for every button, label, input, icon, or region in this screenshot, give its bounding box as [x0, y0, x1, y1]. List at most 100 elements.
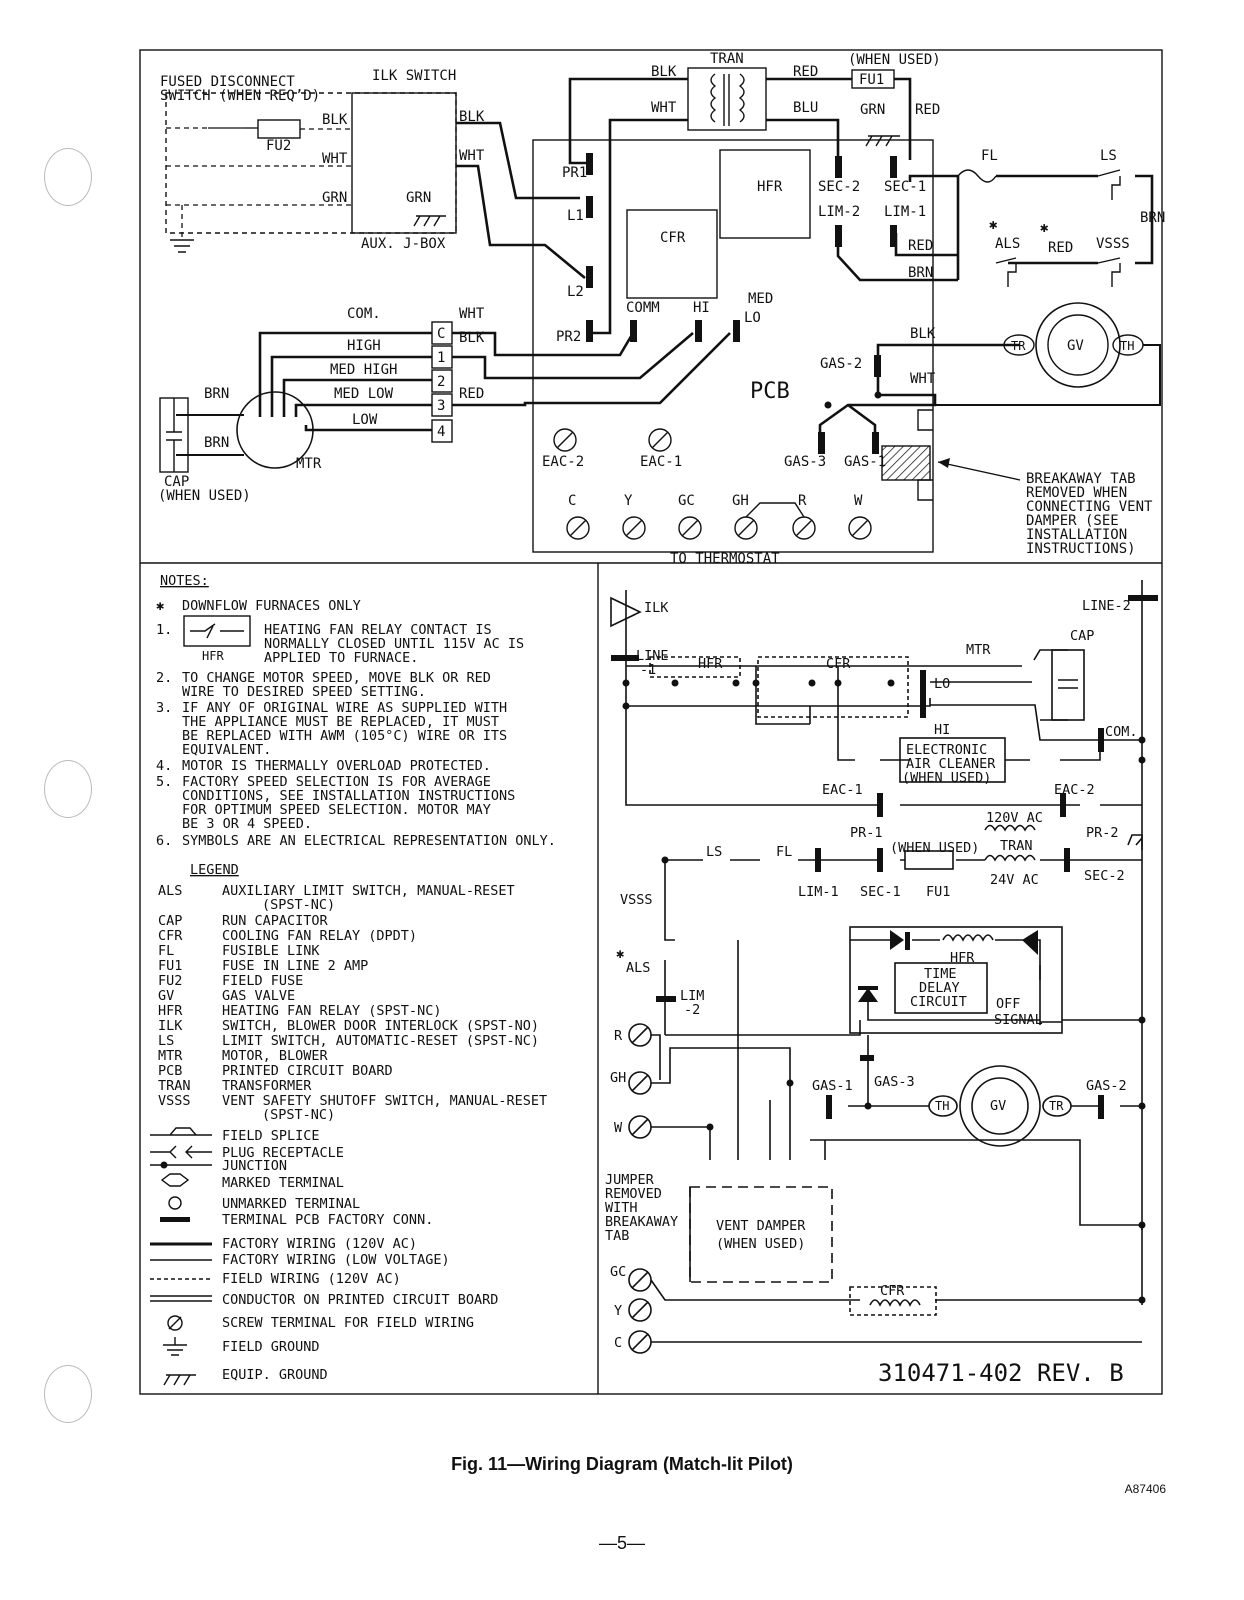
wire-blk-2: BLK — [459, 109, 485, 125]
pcb-term-gas3: GAS-3 — [784, 454, 826, 470]
when-used-label: (WHEN USED) — [848, 52, 941, 68]
legend-gv-desc: GAS VALVE — [222, 988, 295, 1004]
ladder-th: TH — [935, 1099, 949, 1113]
legend-mtr-abbr: MTR — [158, 1048, 183, 1064]
legend-cap-desc: RUN CAPACITOR — [222, 913, 329, 929]
note-2-l1: TO CHANGE MOTOR SPEED, MOVE BLK OR RED — [182, 670, 491, 686]
pcb-term-pr2: PR2 — [556, 329, 581, 345]
tstat-c: C — [568, 493, 576, 509]
tstat-r: R — [798, 493, 807, 509]
legend-vsss-desc2: (SPST-NC) — [262, 1107, 335, 1123]
note-1-l1: HEATING FAN RELAY CONTACT IS — [264, 622, 492, 638]
tstat-gh: GH — [732, 493, 749, 509]
legend-als-desc: AUXILIARY LIMIT SWITCH, MANUAL-RESET — [222, 883, 515, 899]
ladder-120v: 120V AC — [986, 810, 1043, 826]
speed-med-high: MED HIGH — [330, 362, 397, 378]
ladder-line1: LINE — [636, 648, 669, 664]
aux-jbox-label: AUX. J-BOX — [361, 236, 446, 252]
ladder-pr2: PR-2 — [1086, 825, 1119, 841]
symbol-marked-terminal: MARKED TERMINAL — [222, 1175, 344, 1191]
wire-blk-4: BLK — [910, 326, 936, 342]
ladder-time-delay-2: DELAY — [919, 980, 960, 996]
symbol-field-wiring: FIELD WIRING (120V AC) — [222, 1271, 401, 1287]
fu1-label: FU1 — [859, 72, 884, 88]
notes-star-text: DOWNFLOW FURNACES ONLY — [182, 598, 361, 614]
ladder-tran: TRAN — [1000, 838, 1033, 854]
ladder-line2: LINE-2 — [1082, 598, 1131, 614]
note-3-l1: IF ANY OF ORIGINAL WIRE AS SUPPLIED WITH — [182, 700, 507, 716]
speed-term-2: 2 — [437, 374, 445, 390]
legend-fu2-abbr: FU2 — [158, 973, 182, 989]
ladder-fu1: FU1 — [926, 884, 950, 900]
hfr-label: HFR — [757, 179, 783, 195]
legend-ilk-desc: SWITCH, BLOWER DOOR INTERLOCK (SPST-NO) — [222, 1018, 539, 1034]
ladder-time-delay-1: TIME — [924, 966, 957, 982]
speed-med-low: MED LOW — [334, 386, 394, 402]
legend-cfr-abbr: CFR — [158, 928, 183, 944]
ladder-tr: TR — [1049, 1099, 1064, 1113]
note-2-l2: WIRE TO DESIRED SPEED SETTING. — [182, 684, 426, 700]
wire-blk-1: BLK — [322, 112, 348, 128]
als-label: ALS — [995, 236, 1020, 252]
wire-red-3: RED — [908, 238, 933, 254]
legend-mtr-desc: MOTOR, BLOWER — [222, 1048, 329, 1064]
breakaway-line1: BREAKAWAY TAB — [1026, 471, 1136, 487]
ladder-jumper-3: WITH — [605, 1200, 638, 1216]
ladder-mtr: MTR — [966, 642, 991, 658]
legend-vsss-desc: VENT SAFETY SHUTOFF SWITCH, MANUAL-RESET — [222, 1093, 547, 1109]
pcb-term-lim1: LIM-1 — [884, 204, 926, 220]
note-1-l2: NORMALLY CLOSED UNTIL 115V AC IS — [264, 636, 524, 652]
tran-label: TRAN — [710, 51, 744, 67]
tr-label: TR — [1011, 339, 1026, 353]
pcb-term-sec2: SEC-2 — [818, 179, 860, 195]
note-5-l2: CONDITIONS, SEE INSTALLATION INSTRUCTION… — [182, 788, 515, 804]
pcb-term-lo: LO — [744, 310, 761, 326]
ladder-gas1: GAS-1 — [812, 1078, 853, 1094]
symbol-pcb-factory-conn: TERMINAL PCB FACTORY CONN. — [222, 1212, 433, 1228]
vsss-label: VSSS — [1096, 236, 1130, 252]
ladder-lim2-b: -2 — [684, 1002, 700, 1018]
wire-red-5: RED — [459, 386, 484, 402]
figure-caption: Fig. 11—Wiring Diagram (Match-lit Pilot) — [451, 1454, 793, 1474]
gv-label: GV — [1067, 338, 1084, 354]
ladder-com: COM. — [1105, 724, 1138, 740]
legend-fl-desc: FUSIBLE LINK — [222, 943, 320, 959]
legend-vsss-abbr: VSSS — [158, 1093, 191, 1109]
page-number: —5— — [598, 1533, 645, 1553]
ladder-lo: LO — [934, 676, 950, 692]
pcb-term-l2: L2 — [567, 284, 584, 300]
ladder-vent-damper: VENT DAMPER — [716, 1218, 806, 1234]
speed-low: LOW — [352, 412, 378, 428]
top-labels: FUSED DISCONNECT SWITCH (WHEN REQ’D) ILK… — [158, 51, 1165, 567]
wire-grn-2: GRN — [406, 190, 431, 206]
cap-when-used: (WHEN USED) — [158, 488, 251, 504]
ladder-eac-2: AIR CLEANER — [906, 756, 996, 772]
ladder-lim2-a: LIM — [680, 988, 704, 1004]
note-4-l1: MOTOR IS THERMALLY OVERLOAD PROTECTED. — [182, 758, 491, 774]
th-label: TH — [1120, 339, 1134, 353]
figure-code: A87406 — [1124, 1482, 1166, 1496]
ladder-off: OFF — [996, 996, 1020, 1012]
symbol-equip-ground: EQUIP. GROUND — [222, 1367, 328, 1383]
fu2-label: FU2 — [266, 138, 291, 154]
legend-ilk-abbr: ILK — [158, 1018, 183, 1034]
ladder-cap: CAP — [1070, 628, 1094, 644]
wire-brn-2: BRN — [1140, 210, 1165, 226]
ladder-hi: HI — [934, 722, 950, 738]
binder-hole-top — [44, 148, 92, 206]
tstat-gc: GC — [678, 493, 695, 509]
notes-section: NOTES: ✱ DOWNFLOW FURNACES ONLY 1. HEATI… — [156, 573, 556, 849]
legend-pcb-abbr: PCB — [158, 1063, 182, 1079]
ladder-term-y: Y — [614, 1303, 622, 1319]
note-3-l4: EQUIVALENT. — [182, 742, 271, 758]
ladder-gv: GV — [990, 1098, 1006, 1114]
ladder-term-r: R — [614, 1028, 623, 1044]
legend-fl-abbr: FL — [158, 943, 174, 959]
note-5-num: 5. — [156, 774, 172, 790]
legend-gv-abbr: GV — [158, 988, 174, 1004]
legend-als-desc2: (SPST-NC) — [262, 897, 335, 913]
ladder-cfr-coil: CFR — [880, 1283, 905, 1299]
ladder-sec1: SEC-1 — [860, 884, 901, 900]
pcb-term-l1: L1 — [567, 208, 584, 224]
ladder-time-delay-3: CIRCUIT — [910, 994, 967, 1010]
